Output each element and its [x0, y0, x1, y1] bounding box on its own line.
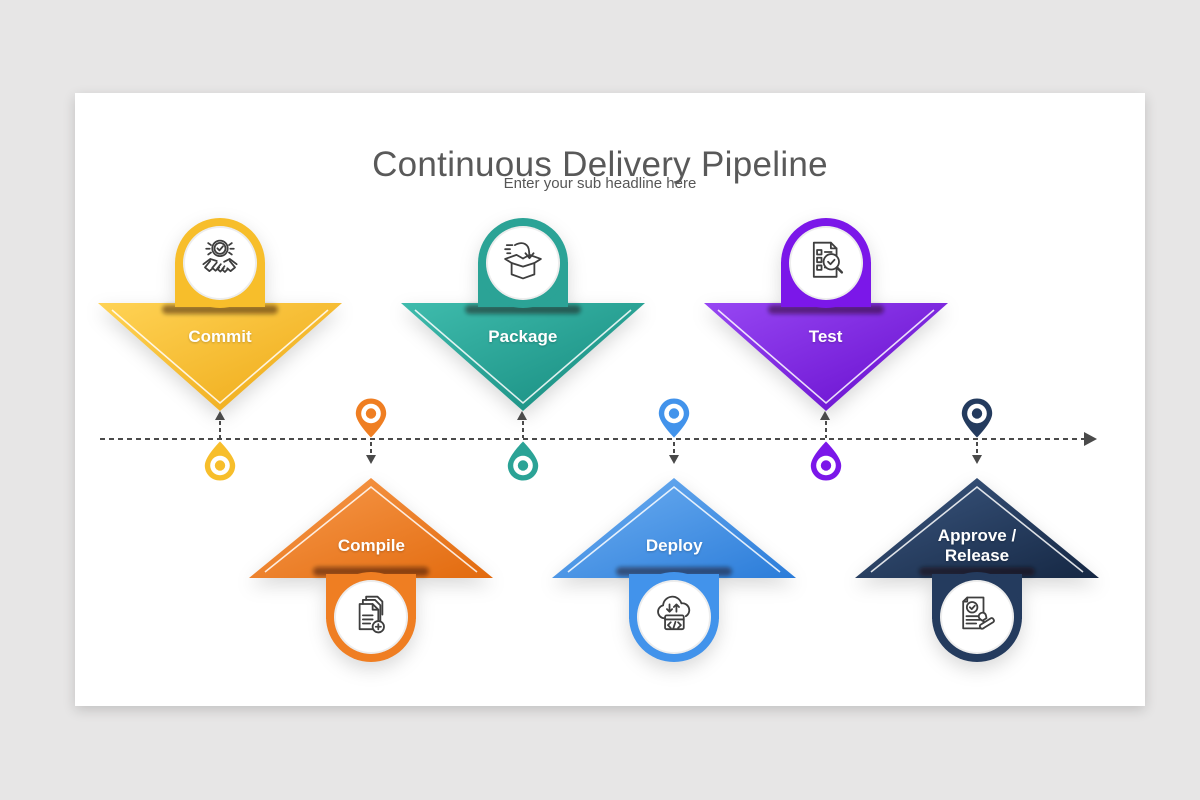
connector-arrow-up-icon	[517, 411, 528, 420]
timeline-arrow-right-icon	[1084, 432, 1097, 446]
connector-arrow-down-icon	[668, 455, 679, 464]
connector-dashed-line	[824, 421, 827, 438]
stage-shape	[243, 468, 499, 718]
timeline-dashed-line	[100, 438, 1085, 440]
page-subtitle: Enter your sub headline here	[503, 175, 697, 192]
checklist-magnifier-icon	[789, 226, 863, 300]
stage-label: Deploy	[645, 536, 703, 555]
documents-add-icon	[334, 580, 408, 654]
map-pin-icon	[960, 397, 994, 439]
stage-shape	[92, 213, 348, 463]
connector-arrow-up-icon	[820, 411, 831, 420]
map-pin-icon	[203, 440, 237, 482]
stage-label: Package	[488, 327, 558, 346]
map-pin-icon	[809, 440, 843, 482]
map-pin-icon	[354, 397, 388, 439]
connector-arrow-down-icon	[365, 455, 376, 464]
cloud-code-icon	[637, 580, 711, 654]
stamp-approval-icon	[940, 580, 1014, 654]
map-pin-icon	[506, 440, 540, 482]
stage-label: Commit	[188, 327, 252, 346]
open-box-arrow-icon	[486, 226, 560, 300]
handshake-check-icon	[183, 226, 257, 300]
connector-dashed-line	[370, 442, 373, 455]
stage-label: Test	[808, 327, 843, 346]
stage-label: Compile	[337, 536, 405, 555]
page-title: Continuous Delivery Pipeline	[372, 145, 828, 185]
connector-arrow-up-icon	[214, 411, 225, 420]
stage-shape	[395, 213, 651, 463]
stage-label: Approve / Release	[937, 526, 1017, 565]
map-pin-icon	[657, 397, 691, 439]
connector-dashed-line	[219, 421, 221, 438]
connector-dashed-line	[673, 442, 676, 455]
connector-dashed-line	[521, 421, 524, 438]
connector-dashed-line	[976, 442, 978, 455]
connector-arrow-down-icon	[971, 455, 982, 464]
